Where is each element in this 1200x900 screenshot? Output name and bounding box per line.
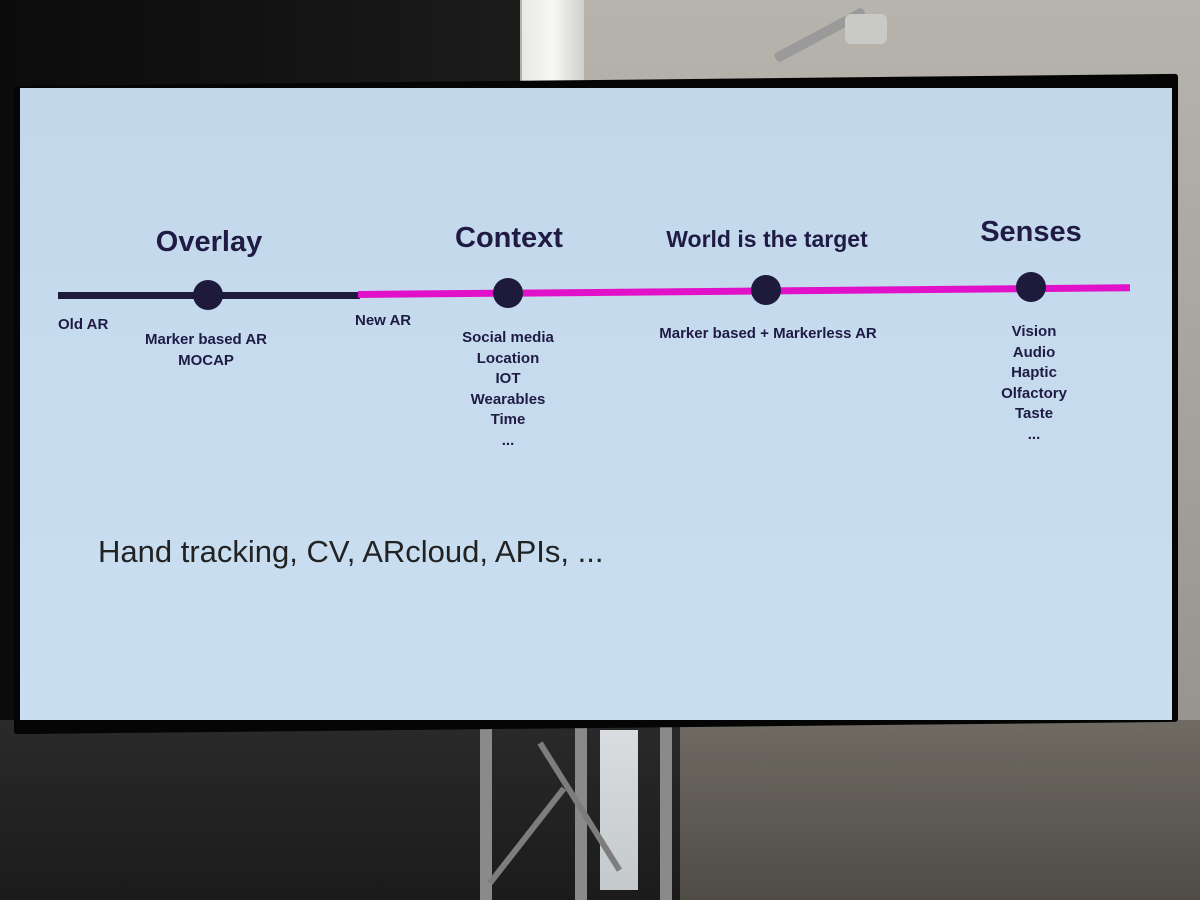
milestone-title-overlay: Overlay: [155, 226, 263, 258]
stand-post-left: [480, 725, 492, 900]
milestone-title-context: Context: [455, 222, 563, 254]
lower-right-background: [680, 720, 1200, 900]
detail-line: Wearables: [470, 390, 546, 408]
milestone-title-world: World is the target: [666, 226, 868, 252]
era-label-new: New AR: [355, 312, 412, 329]
window-light: [522, 0, 584, 90]
milestone-dot-context: [493, 278, 523, 308]
detail-line: ...: [501, 431, 515, 449]
detail-line: Haptic: [1011, 364, 1057, 381]
milestone-dot-overlay: [193, 280, 223, 310]
detail-line: Taste: [1014, 405, 1054, 422]
stand-post-right: [660, 725, 672, 900]
presentation-screen: Overlay Context World is the target Sens…: [20, 88, 1172, 720]
milestone-details-overlay: Marker based AR MOCAP: [145, 330, 267, 371]
milestone-dot-world: [751, 275, 781, 305]
detail-line: Marker based + Markerless AR: [659, 325, 877, 342]
era-label-old: Old AR: [58, 316, 109, 333]
milestone-details-context: Social media Location IOT Wearables Time…: [462, 328, 554, 451]
detail-line: MOCAP: [178, 351, 234, 369]
timeline-new-ar-line: [357, 284, 1131, 298]
milestone-details-senses: Vision Audio Haptic Olfactory Taste ...: [1001, 322, 1067, 445]
detail-line: Vision: [1011, 323, 1057, 340]
detail-line: Social media: [462, 329, 554, 346]
slide-footnote: Hand tracking, CV, ARcloud, APIs, ...: [98, 534, 604, 569]
detail-line: ...: [1027, 425, 1041, 443]
detail-line: IOT: [495, 370, 521, 387]
detail-line: Time: [490, 411, 526, 428]
detail-line: Location: [476, 349, 540, 367]
detail-line: Audio: [1012, 343, 1056, 361]
detail-line: Marker based AR: [145, 331, 267, 348]
detail-line: Olfactory: [1001, 384, 1067, 402]
projector-mount: [845, 14, 887, 44]
milestone-title-senses: Senses: [980, 216, 1082, 248]
milestone-dot-senses: [1016, 272, 1046, 302]
milestone-details-world: Marker based + Markerless AR: [659, 324, 876, 345]
